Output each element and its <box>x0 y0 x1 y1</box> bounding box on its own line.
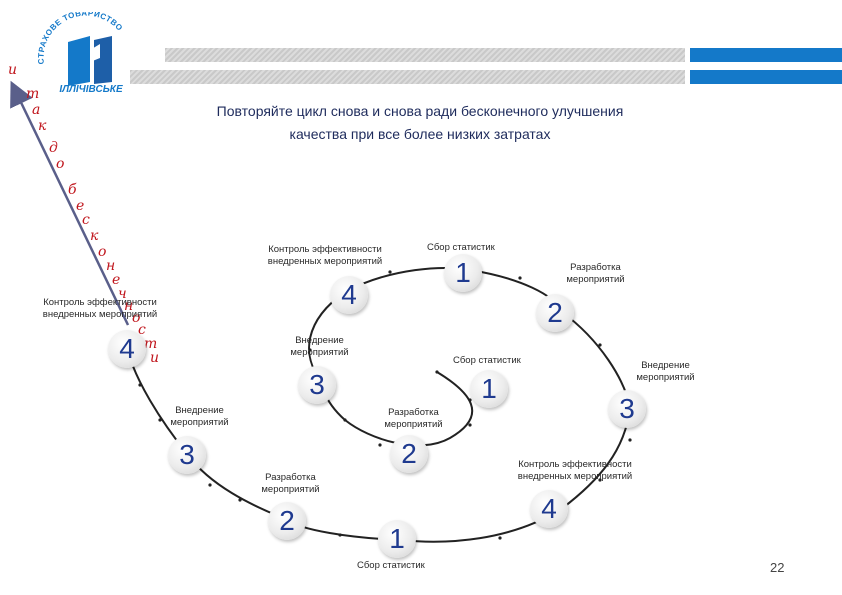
spiral-dots <box>126 270 632 540</box>
step-number: 2 <box>536 294 574 332</box>
company-logo: СТРАХОВЕ ТОВАРИСТВО ІЛЛІЧІВСЬКЕ <box>32 8 142 102</box>
step-label: Контроль эффективности внедренных меропр… <box>267 244 383 267</box>
vertical-letter: с <box>82 212 90 228</box>
step-label: Контроль эффективности внедренных меропр… <box>517 459 633 482</box>
step-label: Внедрение мероприятий <box>290 335 349 358</box>
step-number: 2 <box>268 502 306 540</box>
vertical-letter: и <box>8 62 18 78</box>
header-band-top-blue <box>690 48 842 62</box>
step-label: Сбор статистик <box>427 242 495 253</box>
vertical-letter: о <box>98 244 107 260</box>
title-line-2: качества при все более низких затратах <box>289 126 551 142</box>
step-number: 2 <box>390 435 428 473</box>
step-number: 3 <box>608 390 646 428</box>
company-name: ІЛЛІЧІВСЬКЕ <box>59 84 123 95</box>
vertical-letter: б <box>68 182 77 198</box>
vertical-letter: и <box>150 350 160 366</box>
title-line-1: Повторяйте цикл снова и снова ради беско… <box>216 103 624 119</box>
vertical-letter: н <box>106 258 116 274</box>
vertical-letter: к <box>38 118 47 134</box>
vertical-letter: т <box>26 86 40 102</box>
vertical-letter: с <box>138 322 146 338</box>
step-number: 1 <box>444 254 482 292</box>
vertical-letter: о <box>56 156 65 172</box>
header-band-top <box>165 48 685 62</box>
page-number: 22 <box>770 560 785 575</box>
vertical-letter: ч <box>118 286 127 302</box>
step-label: Контроль эффективности внедренных меропр… <box>42 297 158 320</box>
slide-title: Повторяйте цикл снова и снова ради беско… <box>150 100 690 146</box>
step-label: Разработка мероприятий <box>384 407 443 430</box>
vertical-letter: о <box>132 310 141 326</box>
vertical-letter: н <box>124 298 134 314</box>
infinity-arrow <box>10 80 130 326</box>
vertical-letter: е <box>76 198 85 214</box>
step-label: Сбор статистик <box>453 355 521 366</box>
vertical-letter: е <box>112 272 121 288</box>
step-number: 4 <box>530 490 568 528</box>
step-number: 3 <box>298 366 336 404</box>
vertical-letter: д <box>49 140 58 156</box>
header-band-bottom-blue <box>690 70 842 84</box>
step-number: 4 <box>108 330 146 368</box>
vertical-letter: т <box>144 336 158 352</box>
step-label: Сбор статистик <box>357 560 425 571</box>
vertical-letter: к <box>90 228 99 244</box>
step-label: Внедрение мероприятий <box>170 405 229 428</box>
step-label: Разработка мероприятий <box>261 472 320 495</box>
step-label: Разработка мероприятий <box>566 262 625 285</box>
vertical-letter: а <box>32 102 41 118</box>
step-number: 1 <box>378 520 416 558</box>
step-number: 3 <box>168 436 206 474</box>
step-number: 1 <box>470 370 508 408</box>
step-label: Внедрение мероприятий <box>636 360 695 383</box>
header-band-bottom <box>130 70 685 84</box>
step-number: 4 <box>330 276 368 314</box>
